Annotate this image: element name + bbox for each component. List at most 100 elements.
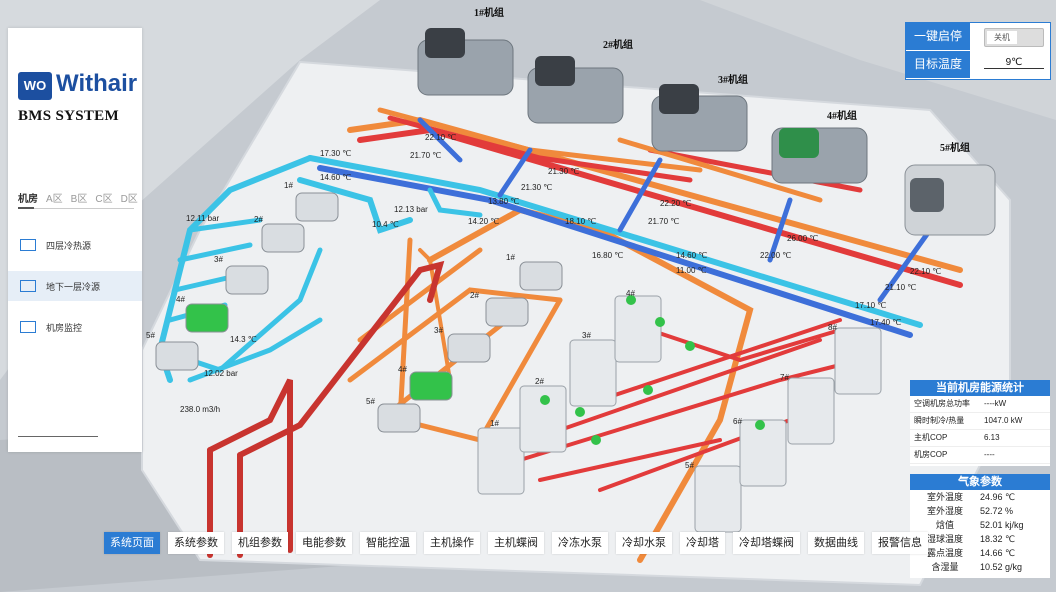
reading-t6: 21.30 ℃ bbox=[521, 183, 552, 192]
sidebar-item-label: 地下一层冷源 bbox=[46, 281, 101, 292]
brand-name: Withair bbox=[56, 70, 138, 97]
left-panel: WO Withair BMS SYSTEM 机房 A区 B区 C区 D区 四层冷… bbox=[8, 28, 142, 452]
zone-tabs-divider bbox=[18, 208, 134, 209]
cooling-pump-label-4: 4# bbox=[398, 365, 407, 374]
weather-row: 焓值 52.01 kj/kg bbox=[910, 518, 1050, 532]
nav-cooling-pump[interactable]: 冷却水泵 bbox=[616, 532, 672, 554]
tower-label-3: 3# bbox=[582, 331, 591, 340]
tab-zone-c[interactable]: C区 bbox=[95, 194, 113, 205]
nav-unit-params[interactable]: 机组参数 bbox=[232, 532, 288, 554]
weather-row: 露点温度 14.66 ℃ bbox=[910, 546, 1050, 560]
tab-zone-d[interactable]: D区 bbox=[120, 194, 138, 205]
chiller-label-1: 1#机组 bbox=[474, 6, 504, 19]
reading-t4: 14.60 ℃ bbox=[320, 173, 351, 182]
reading-p3: 12.02 bar bbox=[204, 369, 238, 378]
reading-t2: 21.70 ℃ bbox=[410, 151, 441, 160]
power-toggle-state: 关机 bbox=[987, 31, 1017, 44]
reading-t16: 22.00 ℃ bbox=[760, 251, 791, 260]
weather-label: 湿球温度 bbox=[926, 534, 963, 544]
valves bbox=[540, 295, 765, 445]
weather-row: 室外温度 24.96 ℃ bbox=[910, 490, 1050, 504]
logo-mark: WO bbox=[18, 72, 52, 100]
panel-divider bbox=[18, 436, 98, 437]
chiller-1 bbox=[417, 28, 514, 96]
sidebar-item-4f-cooling[interactable]: 四层冷热源 bbox=[8, 230, 142, 260]
reading-t5: 21.30 ℃ bbox=[548, 167, 579, 176]
reading-t1: 22.10 ℃ bbox=[425, 133, 456, 142]
reading-t21: 10.4 ℃ bbox=[372, 220, 399, 229]
nav-host-operation[interactable]: 主机操作 bbox=[424, 532, 480, 554]
weather-value: 14.66 ℃ bbox=[980, 548, 1016, 558]
reading-t11: 21.70 ℃ bbox=[648, 217, 679, 226]
reading-t7: 13.80 ℃ bbox=[488, 197, 519, 206]
weather-label: 含湿量 bbox=[931, 562, 959, 572]
reading-flow: 238.0 m3/h bbox=[180, 405, 220, 414]
sidebar-item-label: 机房监控 bbox=[46, 322, 83, 333]
tower-label-5: 5# bbox=[685, 461, 694, 470]
stats-label: 主机COP bbox=[914, 433, 948, 442]
tower-label-2: 2# bbox=[535, 377, 544, 386]
cooling-pump-label-1: 1# bbox=[506, 253, 515, 262]
reading-t13: 16.80 ℃ bbox=[592, 251, 623, 260]
chilled-pump-label-4: 4# bbox=[176, 295, 185, 304]
stats-value: ---- bbox=[984, 450, 995, 459]
chiller-2 bbox=[527, 56, 624, 124]
nav-smart-temp[interactable]: 智能控温 bbox=[360, 532, 416, 554]
target-temp-label: 目标温度 bbox=[906, 51, 970, 78]
chiller-label-5: 5#机组 bbox=[940, 141, 970, 154]
cooling-pumps bbox=[377, 261, 563, 433]
tab-zone-b[interactable]: B区 bbox=[70, 194, 88, 205]
chiller-units bbox=[417, 28, 996, 236]
nav-power-params[interactable]: 电能参数 bbox=[296, 532, 352, 554]
sidebar-item-monitor[interactable]: 机房监控 bbox=[8, 312, 142, 342]
nav-system-page[interactable]: 系统页面 bbox=[104, 532, 160, 554]
weather-label: 露点温度 bbox=[926, 548, 963, 558]
nav-alarm-info[interactable]: 报警信息 bbox=[872, 532, 928, 554]
weather-value: 24.96 ℃ bbox=[980, 492, 1016, 502]
reading-t15: 11.00 ℃ bbox=[676, 266, 707, 275]
chiller-4 bbox=[771, 127, 868, 184]
sidebar-item-b1-cooling[interactable]: 地下一层冷源 bbox=[8, 271, 142, 301]
nav-data-curve[interactable]: 数据曲线 bbox=[808, 532, 864, 554]
tab-machine-room[interactable]: 机房 bbox=[18, 194, 38, 205]
weather-label: 焓值 bbox=[935, 520, 954, 530]
weather-label: 室外温度 bbox=[926, 492, 963, 502]
reading-t14: 14.60 ℃ bbox=[676, 251, 707, 260]
weather-value: 52.72 % bbox=[980, 506, 1014, 516]
stats-label: 空调机房总功率 bbox=[914, 399, 970, 408]
nav-host-valve[interactable]: 主机蝶阀 bbox=[488, 532, 544, 554]
nav-chilled-pump[interactable]: 冷冻水泵 bbox=[552, 532, 608, 554]
chiller-label-3: 3#机组 bbox=[718, 73, 748, 86]
tab-zone-a[interactable]: A区 bbox=[46, 194, 63, 205]
weather-title: 气象参数 bbox=[910, 474, 1050, 490]
cooling-towers bbox=[477, 295, 882, 533]
camera-icon bbox=[20, 321, 36, 333]
stats-value: ----kW bbox=[984, 399, 1007, 408]
power-toggle[interactable]: 关机 bbox=[984, 28, 1044, 47]
cooling-pump-label-5: 5# bbox=[366, 397, 375, 406]
brand-subtitle: BMS SYSTEM bbox=[18, 108, 119, 124]
chiller-3 bbox=[651, 84, 748, 152]
chiller-label-4: 4#机组 bbox=[827, 109, 857, 122]
stats-row: 空调机房总功率 ----kW bbox=[910, 396, 1050, 413]
nav-tower-valve[interactable]: 冷却塔蝶阀 bbox=[733, 532, 800, 554]
control-panel: 一键启停 关机 目标温度 9℃ bbox=[905, 22, 1051, 80]
nav-system-params[interactable]: 系统参数 bbox=[168, 532, 224, 554]
zone-tabs: 机房 A区 B区 C区 D区 bbox=[18, 190, 138, 205]
chilled-pump-label-2: 2# bbox=[254, 215, 263, 224]
cooling-pump-label-3: 3# bbox=[434, 326, 443, 335]
cooling-source-icon bbox=[20, 239, 36, 251]
tower-label-6: 6# bbox=[733, 417, 742, 426]
cooling-source-icon bbox=[20, 280, 36, 292]
reading-t3: 17.30 ℃ bbox=[320, 149, 351, 158]
chiller-5 bbox=[904, 164, 996, 236]
target-temp-field[interactable]: 9℃ bbox=[984, 57, 1044, 69]
weather-value: 52.01 kj/kg bbox=[980, 520, 1024, 530]
nav-cooling-tower[interactable]: 冷却塔 bbox=[680, 532, 725, 554]
